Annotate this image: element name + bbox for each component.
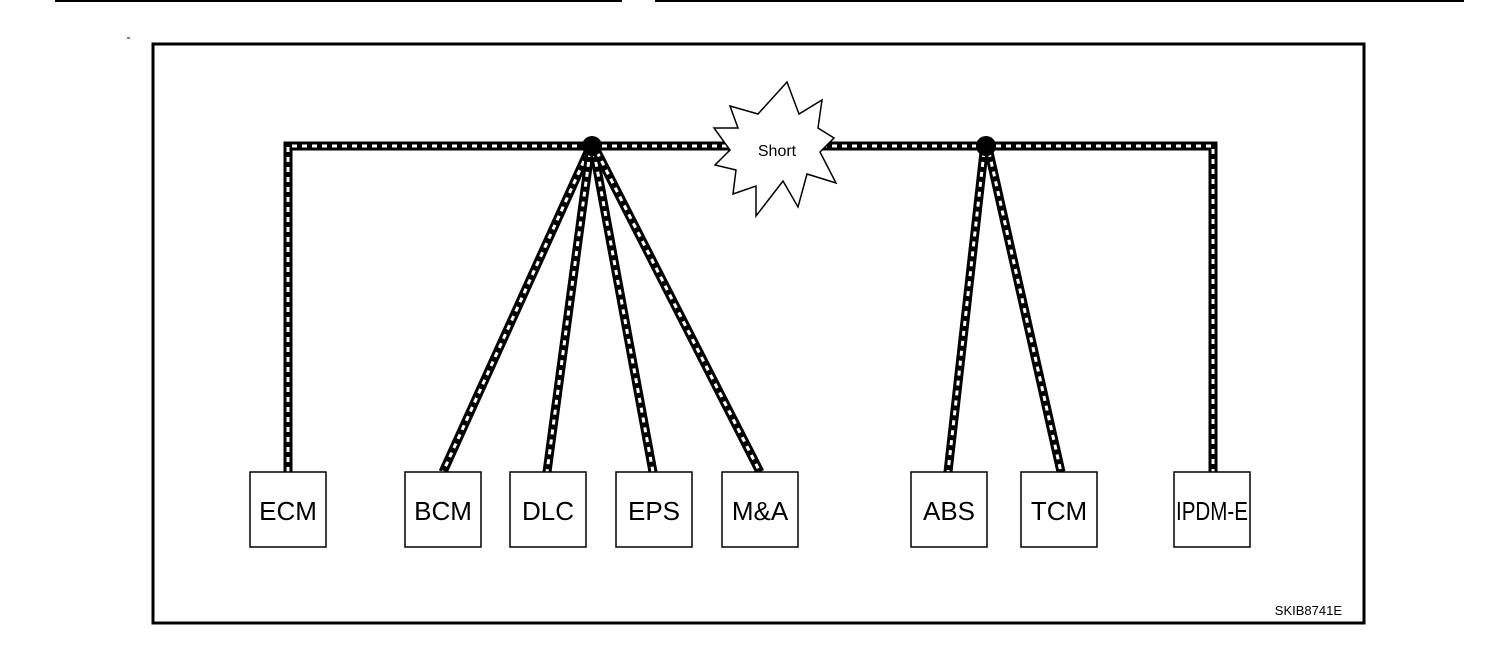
module-tcm: TCM	[1020, 471, 1098, 548]
can-line-ecm-trunk-dash	[286, 144, 592, 472]
module-ipdm-e: IPDM-E	[1173, 471, 1251, 548]
can-line-eps-dash	[592, 151, 655, 473]
can-line-ecm-trunk	[283, 141, 592, 472]
junction-left	[582, 136, 602, 156]
short-label: Short	[758, 143, 797, 160]
module-label: TCM	[1031, 496, 1087, 526]
module-ecm: ECM	[249, 471, 327, 548]
can-line-ipdm-trunk-dash	[986, 144, 1215, 472]
diagram-frame	[151, 42, 1366, 625]
figure-code: SKIB8741E	[1275, 603, 1343, 618]
module-box	[249, 471, 327, 548]
junction-right	[976, 136, 996, 156]
can-line-bcm-dash	[441, 151, 590, 473]
short-starburst-icon	[712, 80, 838, 219]
module-ma: M&A	[721, 471, 799, 548]
module-label: IPDM-E	[1176, 496, 1248, 526]
module-box	[615, 471, 693, 548]
module-label: EPS	[628, 496, 680, 526]
module-box	[1173, 471, 1251, 548]
module-box	[910, 471, 988, 548]
module-box	[1020, 471, 1098, 548]
can-line-ma	[592, 149, 765, 475]
can-line-dlc-dash	[545, 151, 592, 473]
module-label: ABS	[923, 496, 975, 526]
module-label: ECM	[259, 496, 317, 526]
module-label: DLC	[522, 496, 574, 526]
module-box	[721, 471, 799, 548]
can-lines	[283, 141, 1218, 475]
short-marker: Short	[712, 80, 838, 219]
module-box	[509, 471, 587, 548]
module-label: BCM	[414, 496, 472, 526]
module-abs: ABS	[910, 471, 988, 548]
module-label: M&A	[732, 496, 789, 526]
module-eps: EPS	[615, 471, 693, 548]
module-dlc: DLC	[509, 471, 587, 548]
can-line-abs-dash	[946, 151, 986, 473]
module-bcm: BCM	[404, 471, 482, 548]
can-line-tcm-dash	[987, 151, 1063, 473]
module-box	[404, 471, 482, 548]
